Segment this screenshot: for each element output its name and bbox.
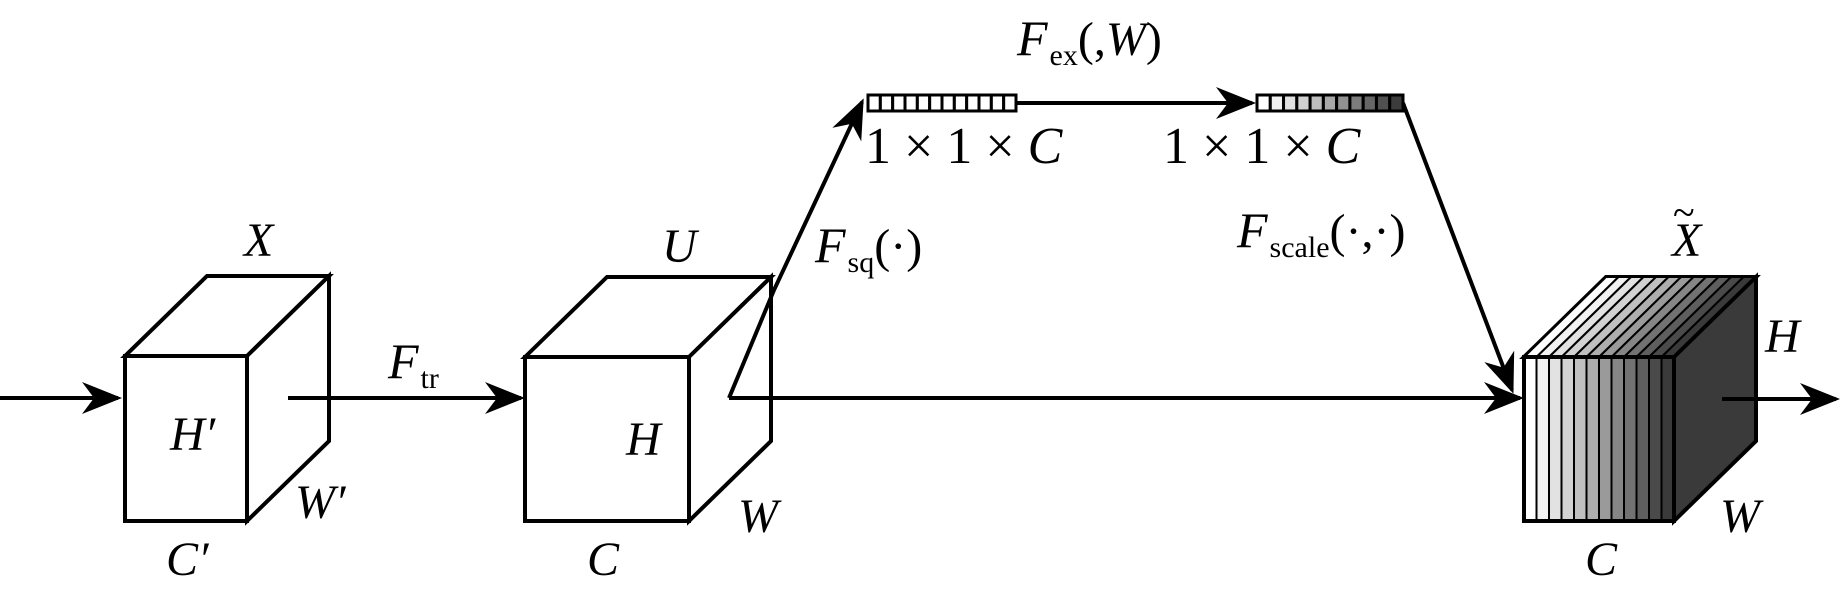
vector-cell	[866, 93, 882, 113]
front-slice	[1585, 356, 1600, 522]
u-channel-label: C	[587, 533, 620, 586]
front-outline	[1522, 355, 1676, 523]
ftr-sub: tr	[421, 362, 439, 395]
vector-cell	[940, 93, 956, 113]
fex-sub: ex	[1050, 39, 1078, 72]
front-slice	[1560, 356, 1575, 522]
vector-cell	[878, 93, 895, 113]
vector-cell	[891, 93, 907, 113]
fsq-sub: sq	[848, 246, 875, 279]
vector-cell	[952, 93, 969, 113]
fscale-args: (·,·)	[1330, 205, 1406, 258]
x-label: X	[242, 214, 275, 267]
vector-cell	[1388, 93, 1405, 113]
fsq-label: Fsq(·)	[814, 217, 922, 279]
fsq-base: F	[814, 217, 846, 273]
vector-cell	[1282, 93, 1299, 113]
vector-cell	[903, 93, 919, 113]
scale-arrow	[1401, 102, 1515, 394]
u-width-label: W	[738, 490, 782, 543]
vector-cell	[1361, 93, 1378, 113]
fex-label: Fex(,W)	[1016, 10, 1162, 72]
fscale-label: Fscale(·,·)	[1236, 202, 1405, 264]
excitation-vector	[1255, 93, 1405, 113]
fsq-args: (·)	[874, 220, 922, 273]
fex-args-w: W	[1106, 13, 1150, 66]
vec2-dims-label: 1 × 1 × C	[1163, 118, 1362, 175]
vector-cell	[1255, 93, 1272, 113]
x-height-label: H′	[169, 408, 217, 461]
vector-cell	[965, 93, 981, 113]
fex-base: F	[1016, 10, 1048, 66]
vector-cell	[1268, 93, 1286, 113]
vector-cell	[1348, 93, 1365, 113]
x-width-label: W′	[295, 476, 347, 529]
squeeze-arrow	[727, 98, 864, 399]
vector-cell	[1374, 93, 1392, 113]
fex-args-close: )	[1146, 13, 1162, 66]
xt-label: X	[1670, 214, 1703, 267]
vector-cell	[915, 93, 932, 113]
xt-channel-label: C	[1585, 533, 1618, 586]
xt-tilde: ~	[1673, 190, 1695, 235]
fscale-base: F	[1236, 202, 1268, 258]
vector-cell	[977, 93, 993, 113]
ftr-base: F	[387, 333, 419, 389]
front-slice	[1623, 356, 1638, 522]
fex-args-open: (,	[1078, 13, 1106, 66]
vec2-c: C	[1326, 118, 1362, 175]
u-height-label: H	[625, 413, 663, 466]
xt-width-label: W	[1720, 490, 1764, 543]
front-slice	[1610, 356, 1625, 522]
vec2-dims: 1 × 1 ×	[1163, 118, 1326, 175]
vec1-dims-label: 1 × 1 × C	[865, 118, 1064, 175]
fscale-sub: scale	[1270, 231, 1330, 264]
output-tensor-x-tilde	[1519, 272, 1761, 526]
ftr-label: Ftr	[387, 333, 439, 395]
u-label: U	[662, 220, 700, 273]
front-slice	[1598, 356, 1613, 522]
x-channel-label: C′	[166, 533, 210, 586]
vector-cell	[989, 93, 1006, 113]
vector-cell	[1308, 93, 1325, 113]
xt-height-label: H	[1764, 310, 1802, 363]
vec1-c: C	[1028, 118, 1064, 175]
vec1-dims: 1 × 1 ×	[865, 118, 1028, 175]
vector-cell	[1295, 93, 1312, 113]
vector-cell	[1335, 93, 1352, 113]
front-slice	[1573, 356, 1588, 522]
front-slice	[1635, 356, 1650, 522]
front-slice	[1535, 356, 1550, 522]
front-slice	[1648, 356, 1663, 522]
vector-cell	[1002, 93, 1018, 113]
squeeze-vector	[866, 93, 1018, 113]
vector-cell	[928, 93, 944, 113]
vector-cell	[1321, 93, 1339, 113]
front-slice	[1548, 356, 1563, 522]
